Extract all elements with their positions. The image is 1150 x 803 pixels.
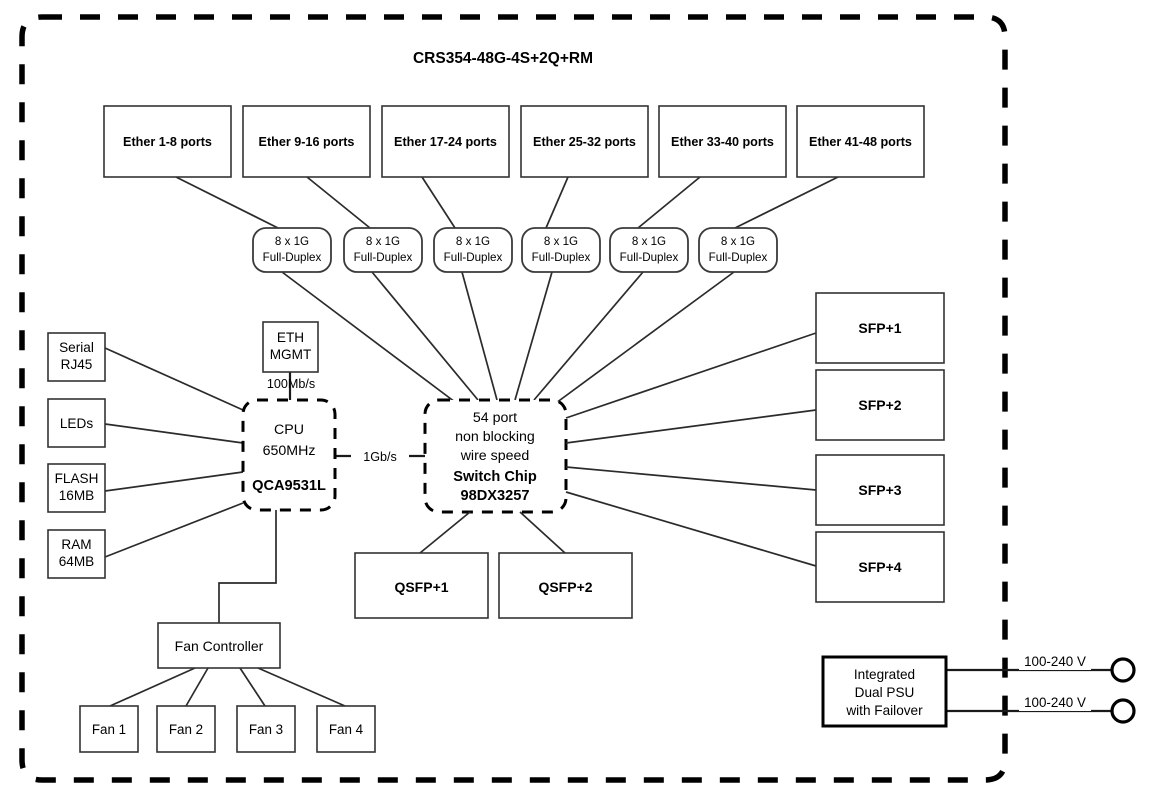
speed-pill-line2: Full-Duplex <box>532 251 591 264</box>
eth-mgmt-box[interactable]: ETH MGMT <box>262 321 319 373</box>
speed-pill-2[interactable]: 8 x 1G Full-Duplex <box>343 227 423 273</box>
speed-pill-3[interactable]: 8 x 1G Full-Duplex <box>433 227 513 273</box>
psu-line3: with Failover <box>845 703 923 718</box>
speed-pill-4[interactable]: 8 x 1G Full-Duplex <box>521 227 601 273</box>
switch-chip-line4: Switch Chip <box>453 469 537 485</box>
peripheral-line1: LEDs <box>60 416 93 431</box>
switch-chip-line1: 54 port <box>473 410 517 426</box>
psu-voltage-label-2: 100-240 V <box>1024 695 1086 710</box>
speed-pill-line1: 8 x 1G <box>721 235 755 248</box>
speed-pill-line1: 8 x 1G <box>632 235 666 248</box>
eth-mgmt-line2: MGMT <box>270 347 312 362</box>
fan-4[interactable]: Fan 4 <box>316 705 376 753</box>
page-title: CRS354-48G-4S+2Q+RM <box>413 50 593 67</box>
psu-inlet-circle-2 <box>1110 698 1136 724</box>
cpu-line1: CPU <box>274 422 304 438</box>
peripheral-line1: FLASH <box>55 471 99 486</box>
cpu-fan-controller-link <box>218 510 277 623</box>
sfp-port-label: SFP+1 <box>858 320 901 336</box>
speed-pill-6[interactable]: 8 x 1G Full-Duplex <box>698 227 778 273</box>
sfp-port-3[interactable]: SFP+3 <box>815 454 945 526</box>
switch-chip-part-number: 98DX3257 <box>461 488 530 504</box>
fan-label: Fan 2 <box>169 722 203 737</box>
speed-pill-5[interactable]: 8 x 1G Full-Duplex <box>609 227 689 273</box>
peripheral-flash[interactable]: FLASH 16MB <box>47 463 106 513</box>
psu-line2: Dual PSU <box>855 685 915 700</box>
speed-pill-line2: Full-Duplex <box>620 251 679 264</box>
qsfp-port-2[interactable]: QSFP+2 <box>498 552 633 619</box>
chassis-boundary <box>19 14 1008 783</box>
psu-voltage-1-bg <box>1019 653 1091 670</box>
cpu-part-number: QCA9531L <box>252 478 326 494</box>
switch-chip-line3: wire speed <box>460 448 530 464</box>
psu-voltage-2-bg <box>1019 694 1091 711</box>
speed-pill-line1: 8 x 1G <box>544 235 578 248</box>
qsfp-port-1[interactable]: QSFP+1 <box>354 552 489 619</box>
peripheral-serial-rj45[interactable]: Serial RJ45 <box>47 332 106 382</box>
sfp-port-4[interactable]: SFP+4 <box>815 531 945 603</box>
speed-pill-1[interactable]: 8 x 1G Full-Duplex <box>252 227 332 273</box>
sfp-port-label: SFP+3 <box>858 482 901 498</box>
ether-group-1[interactable]: Ether 1-8 ports <box>103 105 232 178</box>
speed-pill-line1: 8 x 1G <box>456 235 490 248</box>
fan-label: Fan 3 <box>249 722 283 737</box>
cpu-switch-link-label: 1Gb/s <box>363 450 397 464</box>
sfp-port-1[interactable]: SFP+1 <box>815 292 945 364</box>
fan-label: Fan 4 <box>329 722 364 737</box>
fan-controller-to-fans-links <box>109 667 346 707</box>
fan-controller-label: Fan Controller <box>175 638 264 654</box>
fan-label: Fan 1 <box>92 722 126 737</box>
cpu-switch-label-bg <box>351 447 409 465</box>
speed-pill-line2: Full-Duplex <box>354 251 413 264</box>
speed-pill-line2: Full-Duplex <box>444 251 503 264</box>
switch-chip-line2: non blocking <box>455 429 535 445</box>
ether-to-pill-links <box>175 176 839 229</box>
peripheral-line2: 16MB <box>59 488 95 503</box>
switch-to-sfp-links <box>565 332 817 567</box>
peripheral-to-cpu-links <box>104 347 244 558</box>
qsfp-port-label: QSFP+2 <box>538 579 592 595</box>
ether-group-6[interactable]: Ether 41-48 ports <box>796 105 925 178</box>
sfp-port-label: SFP+4 <box>858 559 901 575</box>
fan-2[interactable]: Fan 2 <box>156 705 216 753</box>
switch-to-qsfp-links <box>419 511 566 554</box>
peripheral-line2: RJ45 <box>61 357 93 372</box>
switch-chip[interactable]: 54 port non blocking wire speed Switch C… <box>423 398 568 514</box>
psu-inlet-circle-1 <box>1110 657 1136 683</box>
ether-group-4[interactable]: Ether 25-32 ports <box>520 105 649 178</box>
cpu-line2: 650MHz <box>263 443 316 459</box>
psu-box[interactable]: Integrated Dual PSU with Failover <box>821 655 948 728</box>
speed-pill-line1: 8 x 1G <box>366 235 400 248</box>
eth-mgmt-speed-label: 100Mb/s <box>267 377 315 391</box>
cpu-chip[interactable]: CPU 650MHz QCA9531L <box>241 398 337 512</box>
fan-1[interactable]: Fan 1 <box>79 705 139 753</box>
ether-group-3[interactable]: Ether 17-24 ports <box>381 105 510 178</box>
ether-group-label: Ether 17-24 ports <box>394 135 497 149</box>
ether-group-5[interactable]: Ether 33-40 ports <box>658 105 787 178</box>
ether-group-label: Ether 9-16 ports <box>259 135 355 149</box>
speed-pill-line2: Full-Duplex <box>263 251 322 264</box>
ether-group-label: Ether 33-40 ports <box>671 135 774 149</box>
peripheral-leds[interactable]: LEDs <box>47 398 106 448</box>
speed-pill-line1: 8 x 1G <box>275 235 309 248</box>
sfp-port-label: SFP+2 <box>858 397 901 413</box>
eth-mgmt-line1: ETH <box>277 330 304 345</box>
peripheral-ram[interactable]: RAM 64MB <box>47 529 106 579</box>
ether-group-label: Ether 1-8 ports <box>123 135 212 149</box>
fan-controller[interactable]: Fan Controller <box>157 622 281 669</box>
peripheral-line2: 64MB <box>59 554 95 569</box>
speed-pill-line2: Full-Duplex <box>709 251 768 264</box>
pill-to-switch-links <box>281 271 735 404</box>
peripheral-line1: RAM <box>61 537 91 552</box>
ether-group-label: Ether 41-48 ports <box>809 135 912 149</box>
fan-3[interactable]: Fan 3 <box>236 705 296 753</box>
ether-group-2[interactable]: Ether 9-16 ports <box>242 105 371 178</box>
qsfp-port-label: QSFP+1 <box>394 579 448 595</box>
sfp-port-2[interactable]: SFP+2 <box>815 369 945 441</box>
peripheral-line1: Serial <box>59 340 94 355</box>
ether-group-label: Ether 25-32 ports <box>533 135 636 149</box>
psu-voltage-label-1: 100-240 V <box>1024 654 1086 669</box>
psu-line1: Integrated <box>854 667 915 682</box>
